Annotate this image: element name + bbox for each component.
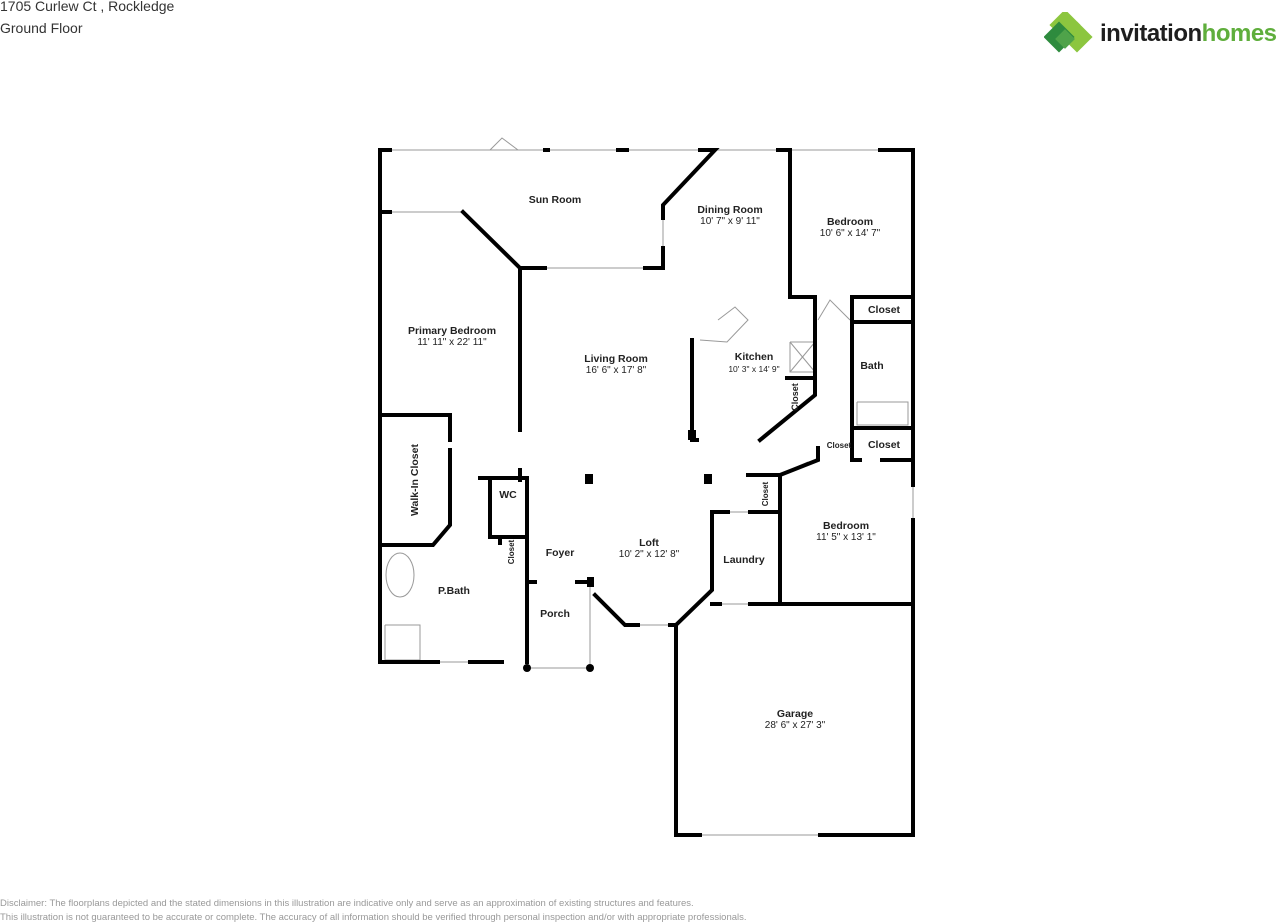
wall	[378, 448, 452, 547]
property-address: 1705 Curlew Ct , Rockledge	[0, 0, 175, 14]
column	[688, 430, 696, 440]
room-walk-in-closet: Walk-In Closet	[409, 444, 421, 516]
column	[585, 474, 593, 484]
floor-label: Ground Floor	[0, 20, 83, 36]
wall	[674, 510, 714, 837]
wall	[757, 376, 817, 443]
room-wc: WC	[499, 489, 517, 501]
fixtures-and-windows	[384, 137, 914, 836]
wall	[661, 148, 720, 220]
wall	[592, 592, 640, 627]
wall	[378, 413, 452, 442]
room-foyer: Foyer	[545, 547, 575, 559]
fixture-line	[384, 624, 421, 661]
wall	[878, 148, 915, 487]
logo-wordmark: invitationhomes	[1100, 20, 1277, 47]
fixture-line	[489, 137, 519, 151]
room-closet-hall: Closet	[826, 441, 852, 450]
fixture-line	[699, 306, 749, 343]
fixture-line	[856, 401, 909, 426]
room-sun-room: Sun Room	[528, 194, 582, 206]
room-closet-pbath: Closet	[507, 539, 516, 565]
wall	[690, 338, 699, 442]
fixture-line	[789, 341, 816, 373]
porch-post	[523, 664, 531, 672]
walls	[378, 148, 915, 837]
wall	[818, 518, 915, 837]
wall	[378, 148, 440, 664]
fixture-line	[526, 582, 591, 669]
wall	[776, 148, 814, 299]
columns	[523, 430, 712, 672]
room-closet-loft: Closet	[761, 481, 770, 507]
room-porch: Porch	[540, 608, 570, 620]
disclaimer-line-1: Disclaimer: The floorplans depicted and …	[0, 898, 694, 909]
room-closet-bedroom1: Closet	[867, 304, 901, 316]
room-p-bath: P.Bath	[438, 585, 470, 597]
room-closet-bedroom2: Closet	[867, 439, 901, 451]
wall	[460, 209, 523, 271]
wall	[850, 295, 862, 462]
wall	[643, 246, 665, 270]
porch-post	[586, 664, 594, 672]
wall	[785, 295, 817, 380]
wall	[488, 476, 529, 539]
bathtub-icon	[385, 552, 415, 598]
room-closet-kitchen: Closet	[790, 383, 800, 411]
logo-mark-icon	[1043, 9, 1093, 53]
room-bath: Bath	[860, 360, 884, 372]
fixture-line	[817, 299, 851, 321]
room-laundry: Laundry	[723, 554, 765, 566]
column	[704, 474, 712, 484]
wall	[518, 266, 547, 432]
wall	[778, 446, 820, 604]
column	[587, 577, 594, 587]
invitation-homes-logo: invitationhomes	[1043, 9, 1280, 58]
